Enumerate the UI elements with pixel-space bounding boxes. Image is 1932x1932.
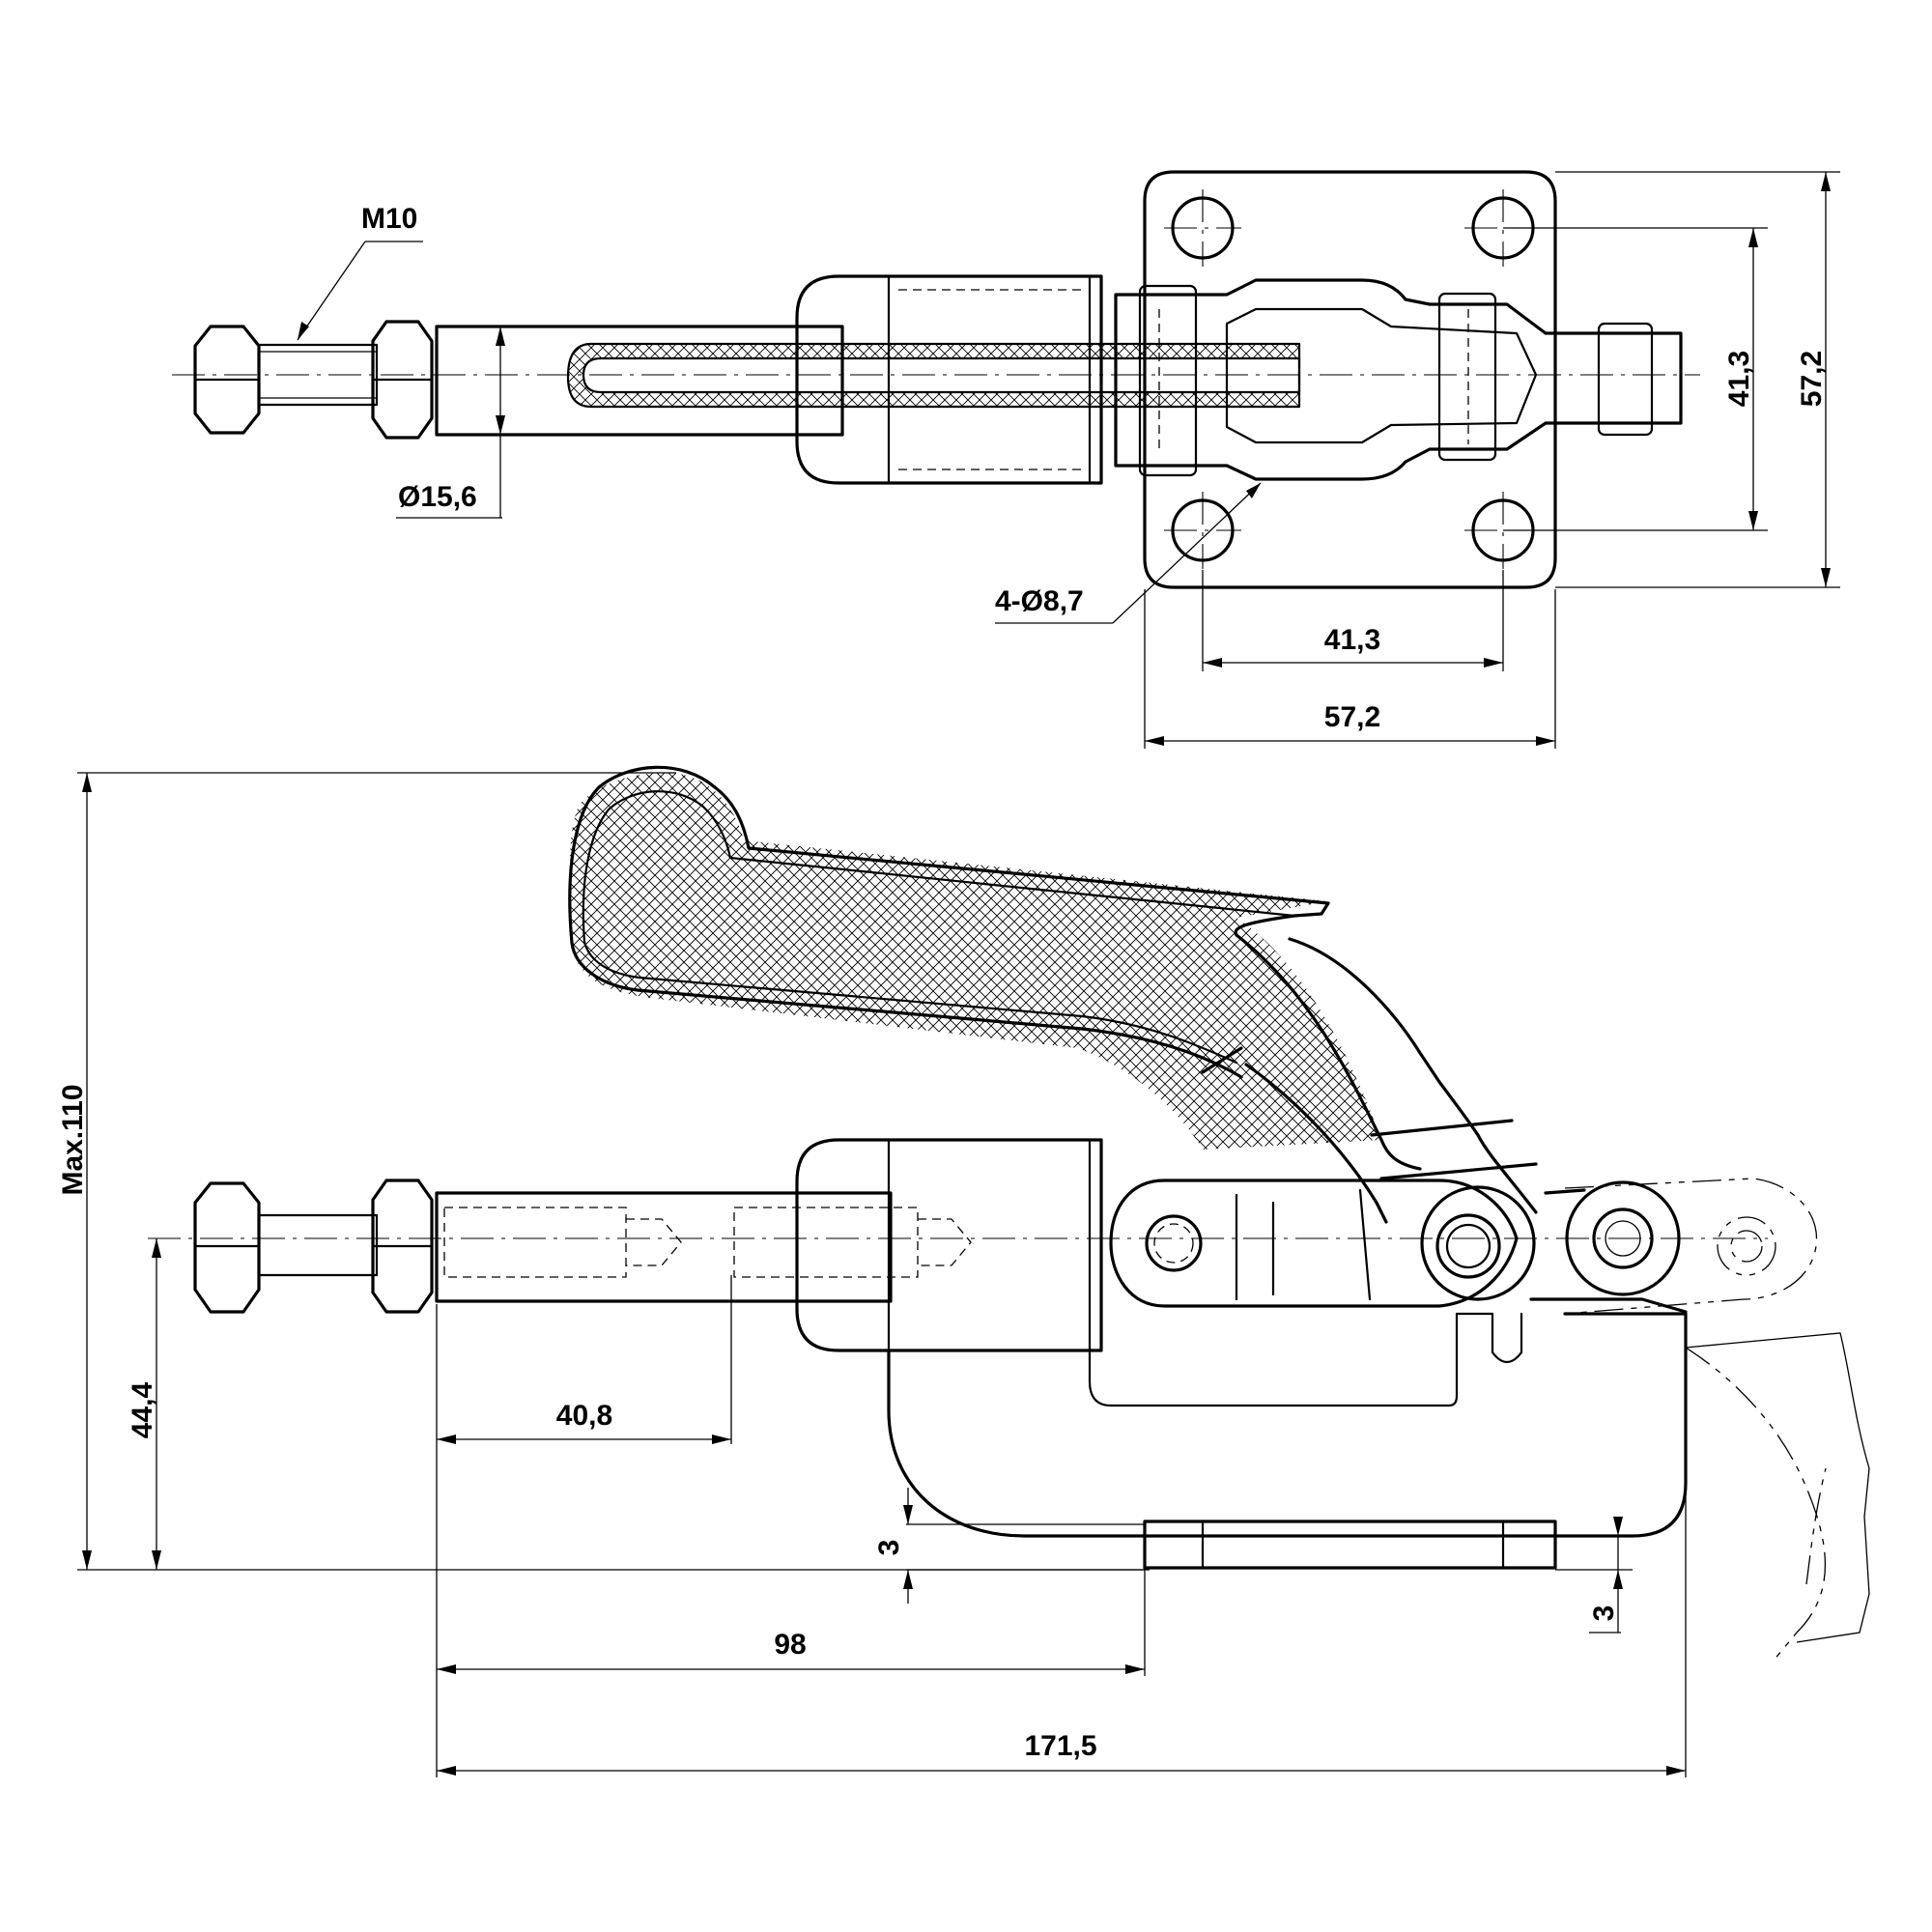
top-view (172, 170, 1700, 589)
max-height-label: Max.110 (57, 1084, 89, 1195)
top-plunger (435, 325, 844, 437)
side-thread (257, 1213, 379, 1277)
side-link (1109, 1179, 1519, 1308)
holes-label: 4-Ø8,7 (995, 585, 1084, 617)
base-height-label: 57,2 (1796, 351, 1828, 407)
to-base-label: 98 (774, 1629, 806, 1661)
side-pivot-right (1565, 1180, 1681, 1296)
overall-length-label: 171,5 (1024, 1730, 1096, 1762)
side-frame (887, 1312, 1688, 1538)
top-thread (257, 343, 379, 407)
top-bushing (795, 274, 1103, 485)
hole-spacing-h-label: 41,3 (1324, 624, 1380, 656)
thread-label: M10 (361, 203, 417, 235)
top-dimensions: M10 Ø15,6 4-Ø8,7 41,3 57,2 41,3 (297, 171, 1840, 749)
top-base-plate (1143, 170, 1557, 589)
handle-body (1244, 1063, 1388, 1224)
handle-cover-hatch (570, 773, 1381, 1150)
top-bolt-head (193, 325, 261, 435)
side-dimensions: Max.110 44,4 40,8 98 171,5 3 (57, 772, 1687, 1777)
top-link-arm (1114, 278, 1683, 481)
top-pin (1597, 322, 1654, 437)
axis-height-label: 44,4 (127, 1381, 158, 1438)
top-lock-nut (371, 320, 434, 440)
base-thickness-left-label: 3 (873, 1540, 905, 1556)
shaft-diameter-label: Ø15,6 (398, 481, 477, 513)
top-pin (1437, 292, 1497, 462)
side-bolt-head (193, 1181, 261, 1314)
side-plunger (435, 1191, 893, 1303)
side-view (148, 765, 1870, 1662)
side-base-plate (1143, 1520, 1557, 1570)
base-width-label: 57,2 (1324, 701, 1380, 733)
hole-spacing-v-label: 41,3 (1723, 351, 1755, 407)
handle-outer (568, 765, 1422, 1171)
side-pivot (1145, 1214, 1203, 1272)
phantom-handle (1685, 1347, 1827, 1662)
side-lock-nut (371, 1179, 434, 1314)
phantom-link (1564, 1178, 1818, 1315)
side-bushing (795, 1138, 1103, 1352)
side-pivot-large (1420, 1185, 1536, 1301)
base-thickness-right-label: 3 (1588, 1605, 1620, 1622)
stroke-label: 40,8 (556, 1400, 612, 1432)
top-pin (1138, 284, 1198, 477)
